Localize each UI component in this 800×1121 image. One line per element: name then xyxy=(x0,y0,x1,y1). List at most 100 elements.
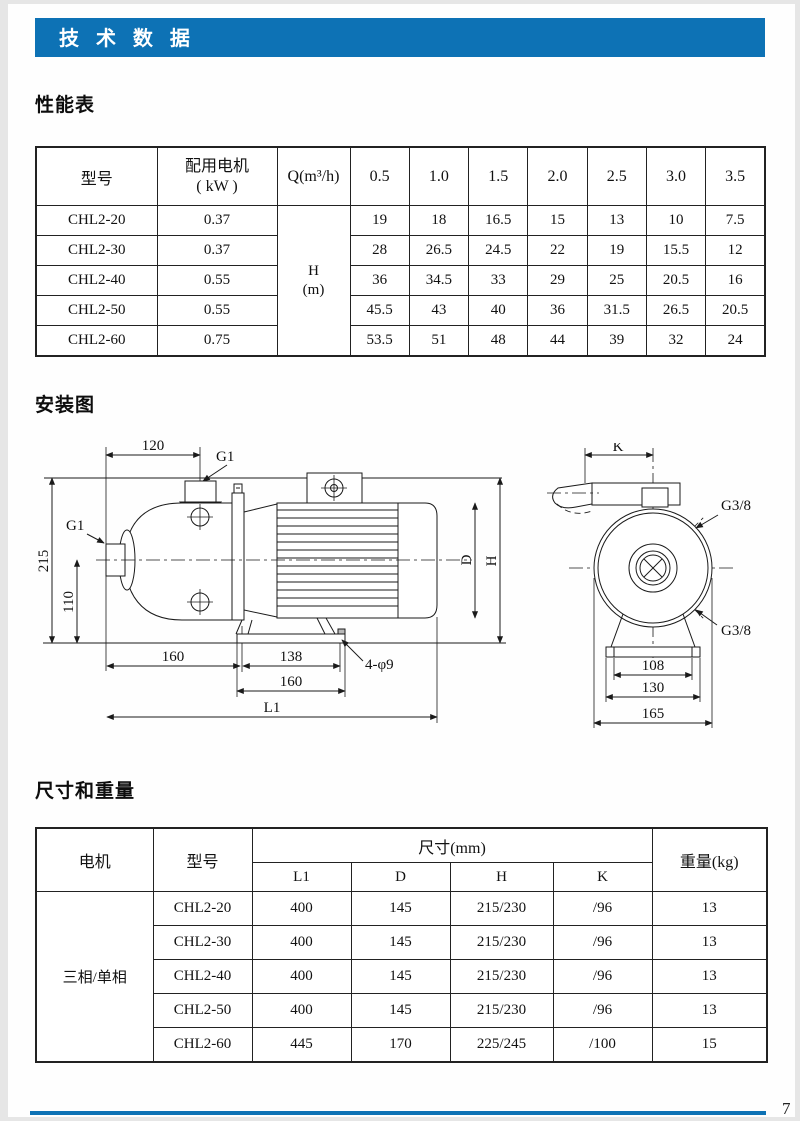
dims-k-cell: /96 xyxy=(552,993,653,1028)
dims-h-cell: 215/230 xyxy=(449,925,554,960)
dim-label-165: 165 xyxy=(642,706,665,722)
dims-k-cell: /96 xyxy=(552,925,653,960)
perf-head-cell: 16 xyxy=(705,265,766,296)
dims-k-cell: /96 xyxy=(552,959,653,994)
dims-k-cell: /100 xyxy=(552,1027,653,1063)
dims-h-cell: 215/230 xyxy=(449,959,554,994)
dims-model-cell: CHL2-50 xyxy=(152,993,253,1028)
dim-label-130: 130 xyxy=(642,680,665,696)
perf-head-cell: 36 xyxy=(349,265,410,296)
perf-model-cell: CHL2-20 xyxy=(35,205,158,236)
dim-label-215: 215 xyxy=(36,550,52,573)
perf-flow-point: 3.0 xyxy=(645,146,707,206)
dims-col-weight: 重量(kg) xyxy=(651,827,768,892)
dimensions-table: 电机 型号 尺寸(mm) 重量(kg) L1 D H K 三相/单相 CHL2-… xyxy=(35,827,768,1063)
dims-col-h: H xyxy=(449,862,554,892)
dims-row: CHL2-50 400 145 215/230 /96 13 xyxy=(36,993,768,1028)
perf-head-cell: 31.5 xyxy=(586,295,647,326)
perf-head-cell: 53.5 xyxy=(349,325,410,357)
dims-model-cell: CHL2-40 xyxy=(152,959,253,994)
dim-label-l1: L1 xyxy=(264,700,281,716)
installation-heading: 安装图 xyxy=(35,394,96,416)
dims-col-l1: L1 xyxy=(251,862,352,892)
perf-model-cell: CHL2-60 xyxy=(35,325,158,357)
end-view-body xyxy=(547,482,713,658)
dims-h-cell: 225/245 xyxy=(449,1027,554,1063)
perf-row: CHL2-20 0.37 H (m) 19 18 16.5 15 13 10 7… xyxy=(35,205,766,357)
perf-head-cell: 44 xyxy=(527,325,588,357)
pump-body-outline xyxy=(105,472,438,644)
perf-head-cell: 45.5 xyxy=(349,295,410,326)
dims-weight-cell: 13 xyxy=(651,993,768,1028)
perf-head-cell: 34.5 xyxy=(408,265,470,296)
dimensions-heading: 尺寸和重量 xyxy=(35,780,136,802)
bolt-symbol xyxy=(187,475,347,615)
perf-motor-cell: 0.75 xyxy=(156,325,278,357)
dim-label-120: 120 xyxy=(142,440,165,454)
dims-model-cell: CHL2-20 xyxy=(152,891,253,926)
dim-label-k: K xyxy=(613,443,624,455)
dims-d-cell: 145 xyxy=(350,891,451,926)
perf-head-cell: 18 xyxy=(408,205,470,236)
perf-head-cell: 22 xyxy=(527,235,588,266)
head-unit-line2: (m) xyxy=(302,281,325,298)
hole-spec-label: 4-φ9 xyxy=(365,657,394,673)
dims-l1-cell: 400 xyxy=(251,959,352,994)
perf-head-cell: 19 xyxy=(349,205,410,236)
dims-col-d: D xyxy=(350,862,451,892)
dims-d-cell: 170 xyxy=(350,1027,451,1063)
perf-head-cell: 10 xyxy=(645,205,707,236)
perf-flow-point: 2.0 xyxy=(527,146,588,206)
dims-header-row2: L1 D H K xyxy=(36,862,767,892)
perf-col-motor-line2: ( kW ) xyxy=(196,177,238,195)
dims-k-cell: /96 xyxy=(552,891,653,926)
perf-head-cell: 13 xyxy=(586,205,647,236)
perf-head-cell: 28 xyxy=(349,235,410,266)
perf-head-cell: 25 xyxy=(586,265,647,296)
dims-weight-cell: 13 xyxy=(651,891,768,926)
banner-title: 技 术 数 据 xyxy=(59,26,195,50)
perf-head-cell: 20.5 xyxy=(645,265,707,296)
dim-label-138: 138 xyxy=(280,649,303,665)
dim-label-160-left: 160 xyxy=(162,649,185,665)
perf-head-cell: 20.5 xyxy=(705,295,766,326)
head-unit-cell: H (m) xyxy=(276,205,351,357)
head-unit-line1: H xyxy=(308,262,319,279)
dims-h-cell: 215/230 xyxy=(449,993,554,1028)
perf-head-cell: 7.5 xyxy=(705,205,766,236)
pump-end-view-drawing: K G3/8 G3/8 108 130 165 xyxy=(547,443,751,728)
perf-head-cell: 26.5 xyxy=(645,295,707,326)
performance-table: 型号 配用电机 ( kW ) Q(m³/h) 0.5 1.0 1.5 2.0 2… xyxy=(35,146,766,357)
perf-row: CHL2-40 0.55 36 34.5 33 29 25 20.5 16 xyxy=(35,265,766,296)
perf-col-flow: Q(m³/h) xyxy=(276,146,351,206)
dim-label-d: D xyxy=(459,554,475,565)
perf-head-cell: 12 xyxy=(705,235,766,266)
perf-model-cell: CHL2-50 xyxy=(35,295,158,326)
perf-head-cell: 39 xyxy=(586,325,647,357)
perf-head-cell: 29 xyxy=(527,265,588,296)
perf-model-cell: CHL2-30 xyxy=(35,235,158,266)
dim-label-h: H xyxy=(484,555,500,566)
dim-label-108: 108 xyxy=(642,658,665,674)
perf-col-motor: 配用电机 ( kW ) xyxy=(156,146,278,206)
dims-l1-cell: 445 xyxy=(251,1027,352,1063)
section-banner: 技 术 数 据 xyxy=(35,18,765,57)
dims-weight-cell: 15 xyxy=(651,1027,768,1063)
dims-weight-cell: 13 xyxy=(651,959,768,994)
perf-head-cell: 24.5 xyxy=(468,235,529,266)
perf-head-cell: 24 xyxy=(705,325,766,357)
dims-header-row1: 电机 型号 尺寸(mm) 重量(kg) xyxy=(35,827,768,892)
perf-flow-point: 1.0 xyxy=(408,146,470,206)
dims-col-model: 型号 xyxy=(152,827,253,892)
footer-rule xyxy=(30,1111,766,1115)
dims-row: CHL2-40 400 145 215/230 /96 13 xyxy=(36,959,768,994)
dims-d-cell: 145 xyxy=(350,925,451,960)
port-label-g1-top: G1 xyxy=(216,449,234,465)
perf-motor-cell: 0.37 xyxy=(156,235,278,266)
perf-head-cell: 15.5 xyxy=(645,235,707,266)
dims-col-motor: 电机 xyxy=(35,827,154,892)
perf-row: CHL2-50 0.55 45.5 43 40 36 31.5 26.5 20.… xyxy=(35,295,766,326)
dims-row: CHL2-60 445 170 225/245 /100 15 xyxy=(36,1027,768,1063)
perf-head-cell: 51 xyxy=(408,325,470,357)
